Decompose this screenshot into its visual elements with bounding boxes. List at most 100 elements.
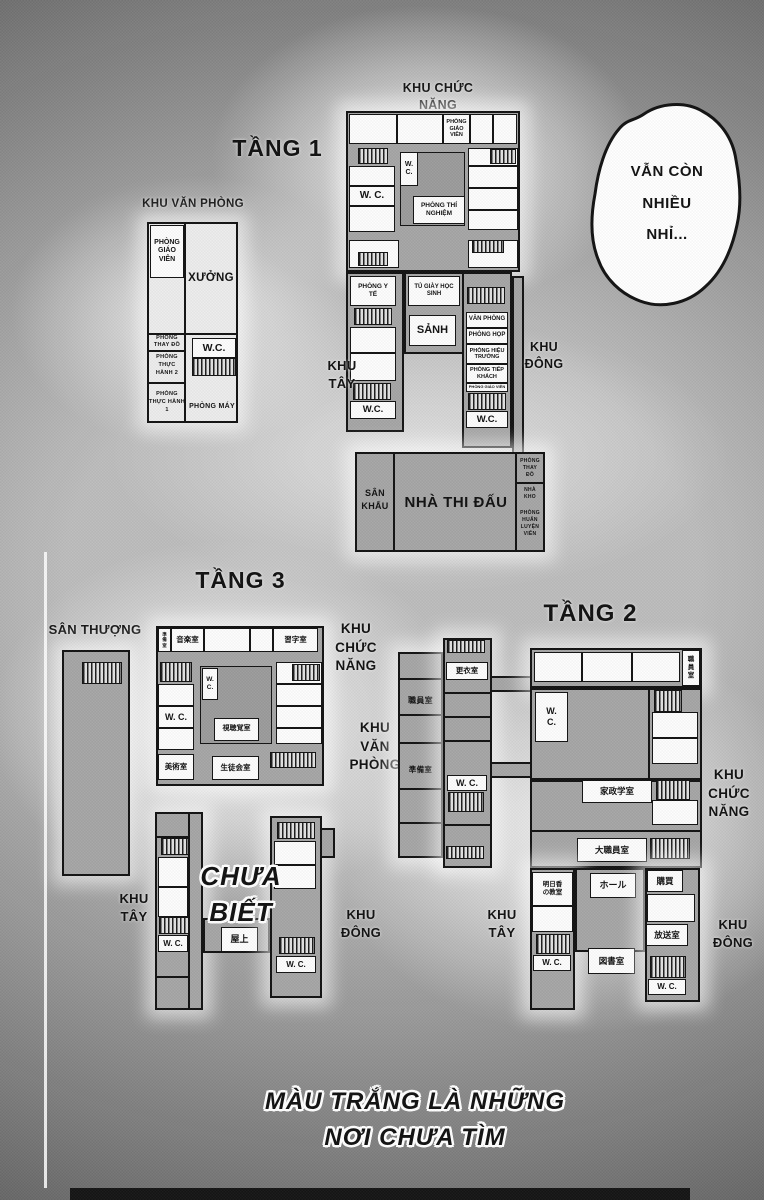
stairs-hatch [292, 664, 320, 681]
room-wc-west-f1: W.C. [350, 401, 396, 419]
stairs-hatch [650, 956, 686, 978]
stairs-hatch [192, 358, 236, 376]
stairs-hatch [536, 934, 570, 954]
room-cell [349, 114, 397, 144]
stairs-hatch [82, 662, 122, 684]
bottom-bar [70, 1188, 690, 1200]
stairs-hatch [446, 846, 484, 859]
room-cell [468, 166, 518, 188]
room-practice2-label: PHÒNG THỰC HÀNH 2 [155, 354, 179, 376]
room-practice1-label: PHÒNG THỰC HÀNH 1 [149, 391, 185, 413]
divider [400, 788, 441, 790]
room-av-f3: 視聴覚室 [214, 718, 259, 741]
divider [147, 350, 185, 352]
floor3-area-east-label: KHU ĐÔNG [340, 906, 382, 940]
room-wc-center-f1: W. C. [400, 152, 418, 186]
floor2-corridor-arm-mid [490, 762, 532, 778]
stairs-hatch [160, 662, 192, 682]
room-cell [158, 857, 188, 887]
gym-storage-label: NHÀ KHO [523, 487, 536, 500]
room-cell [468, 210, 518, 230]
stairs-hatch [467, 287, 505, 304]
stairs-hatch [490, 149, 516, 164]
gym-building [355, 452, 545, 552]
divider [445, 692, 490, 694]
divider [400, 822, 441, 824]
divider [147, 333, 238, 335]
room-cell [349, 206, 395, 232]
room-wc-left-f1: W. C. [349, 186, 395, 206]
room-cell [204, 628, 250, 652]
floor2-area-func-label: KHU CHỨC NĂNG [708, 766, 750, 820]
room-prep-west-label: 準備室 [408, 764, 433, 774]
room-changing-label: PHÒNG THAY ĐỒ [153, 335, 181, 348]
divider [445, 740, 490, 742]
floor3-title: TẦNG 3 [195, 566, 286, 593]
floor3-area-office-label: KHU VĂN PHÒNG [349, 719, 401, 773]
room-teachers-f1: PHÒNG GIÁO VIÊN [443, 114, 470, 144]
stairs-hatch [277, 822, 315, 839]
room-music-f3: 音楽室 [171, 628, 204, 652]
stairs-hatch [353, 383, 391, 400]
room-shoe-cabinet-f1: TỦ GIÀY HỌC SINH [408, 276, 460, 306]
room-cell [652, 800, 698, 825]
room-office-f1: VĂN PHÒNG [466, 312, 508, 328]
room-reception-f1: PHÒNG TIẾP KHÁCH [466, 364, 508, 383]
stairs-hatch [654, 690, 682, 712]
bottom-caption: MÀU TRẮNG LÀ NHỮNG NƠI CHƯA TÌM [264, 1088, 566, 1151]
room-principal-f1: PHÒNG HIỆU TRƯỞNG [466, 344, 508, 364]
room-cell [158, 684, 194, 706]
stairs-hatch [358, 252, 388, 266]
room-cell [652, 712, 698, 738]
room-wc-west-f2: W. C. [533, 955, 571, 971]
room-home-ec-f2: 家政学室 [582, 780, 652, 803]
room-teachers-office: PHÒNG GIÁO VIÊN [150, 225, 184, 278]
floor3-area-west-label: KHU TÂY [119, 890, 149, 924]
floor2-corridor-arm-top [490, 676, 532, 692]
room-cell [470, 114, 493, 144]
room-cell [274, 865, 316, 889]
room-meeting-f1: PHÒNG HỌP [466, 328, 508, 344]
floor3-area-func-label: KHU CHỨC NĂNG [335, 620, 377, 674]
room-lab-f1: PHÒNG THÍ NGHIỆM [413, 196, 465, 224]
room-wc-east-f3: W. C. [276, 956, 316, 973]
divider [393, 454, 395, 550]
floor3-unknown-label: CHƯA BIẾT [200, 860, 282, 927]
stairs-hatch [447, 640, 485, 653]
gym-stage-label: SÂN KHẤU [361, 488, 389, 511]
room-staff-big-f2: 大職員室 [577, 838, 647, 862]
room-changing-f2: 更衣室 [446, 662, 488, 680]
room-wc-left-f3: W. C. [158, 706, 194, 728]
floor3-rooftop [62, 650, 130, 876]
room-wc-mid-f2: W. C. [535, 692, 568, 742]
room-reception-note-f1: PHÒNG GIÁO VIÊN [466, 383, 508, 392]
divider [400, 678, 441, 680]
room-wc-center-f3: W. C. [202, 668, 218, 700]
floor1-area-east-label: KHU ĐÔNG [524, 339, 564, 372]
floor2-area-east-label: KHU ĐÔNG [712, 916, 754, 950]
floor1-title: TẦNG 1 [232, 134, 323, 161]
room-cell [276, 684, 322, 706]
room-workshop-label: XƯỞNG [188, 271, 234, 284]
divider [517, 482, 543, 484]
stairs-hatch [656, 780, 690, 800]
room-lobby-f1: SẢNH [409, 315, 456, 346]
stairs-hatch [161, 838, 189, 855]
floor1-area-top-label: KHU CHỨC NĂNG [402, 80, 474, 113]
divider [157, 836, 188, 838]
divider [515, 454, 517, 550]
divider [157, 976, 188, 978]
room-cell [632, 652, 680, 682]
room-cell [276, 706, 322, 728]
room-cell [652, 738, 698, 764]
room-cell [532, 906, 573, 932]
divider [400, 742, 441, 744]
stairs-hatch [358, 148, 388, 164]
room-wc-office: W.C. [192, 338, 236, 358]
room-cell [647, 894, 695, 922]
stairs-hatch [448, 792, 484, 812]
room-staff-top-f2: 職 員 室 [682, 650, 700, 686]
room-cell [350, 327, 396, 353]
room-cell [493, 114, 517, 144]
